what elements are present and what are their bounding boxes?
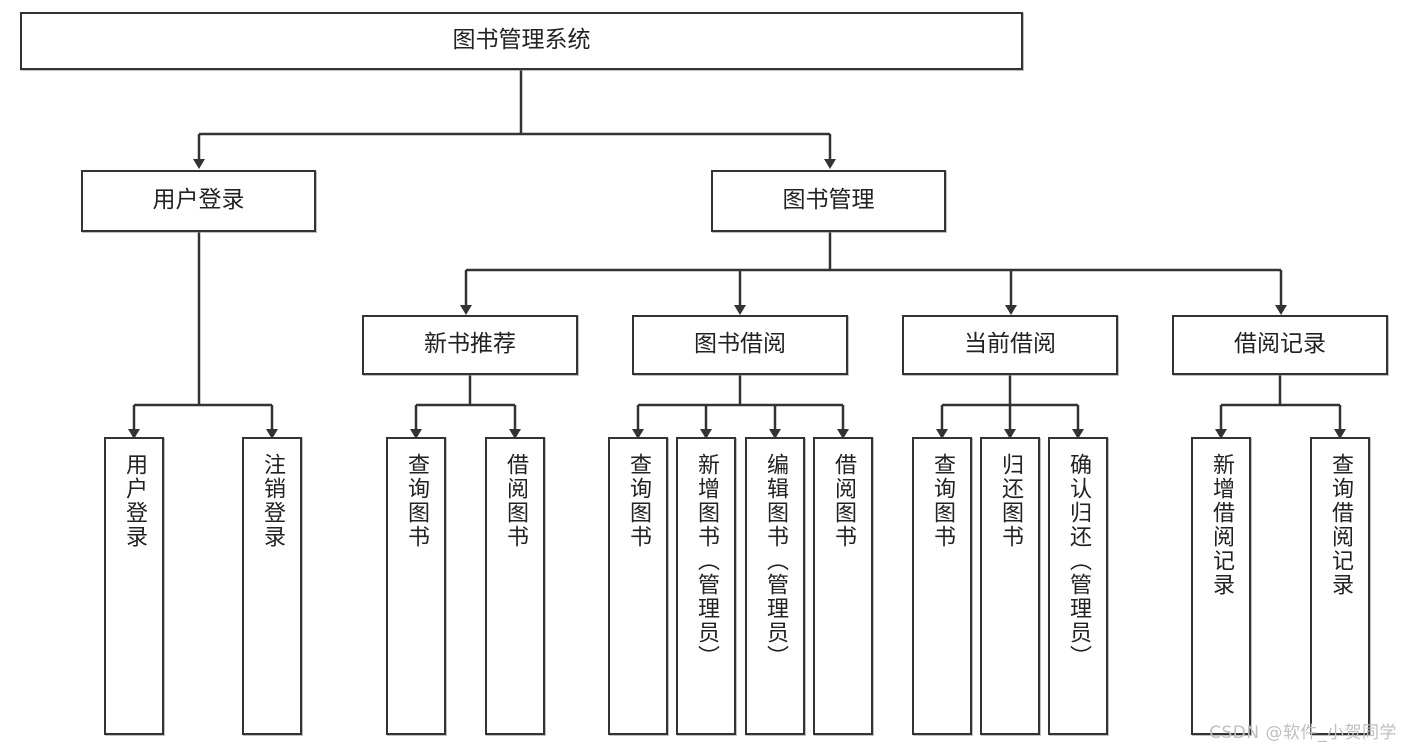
- node-label: 新书推荐: [424, 331, 516, 358]
- node-label: 新增图书（管理员）: [694, 453, 719, 669]
- node-book-borrow[interactable]: 图书借阅: [632, 315, 848, 375]
- leaf-book-borrow-lend[interactable]: 借阅图书: [813, 437, 873, 735]
- leaf-current-borrow-query[interactable]: 查询图书: [912, 437, 972, 735]
- node-label: 当前借阅: [964, 331, 1056, 358]
- node-label: 查询图书: [626, 453, 651, 549]
- leaf-book-borrow-edit[interactable]: 编辑图书（管理员）: [745, 437, 805, 735]
- node-book-management[interactable]: 图书管理: [711, 170, 946, 232]
- leaf-borrow-record-query[interactable]: 查询借阅记录: [1310, 437, 1370, 735]
- leaf-new-book-query[interactable]: 查询图书: [386, 437, 446, 735]
- node-label: 归还图书: [998, 453, 1023, 549]
- node-label: 图书管理系统: [452, 27, 591, 54]
- leaf-book-borrow-add[interactable]: 新增图书（管理员）: [676, 437, 736, 735]
- node-label: 编辑图书（管理员）: [763, 453, 788, 669]
- node-label: 新增借阅记录: [1209, 453, 1234, 597]
- leaf-current-borrow-confirm-return[interactable]: 确认归还（管理员）: [1048, 437, 1108, 735]
- node-new-book-recommend[interactable]: 新书推荐: [362, 315, 578, 375]
- node-label: 借阅图书: [503, 453, 528, 549]
- node-label: 用户登录: [122, 453, 147, 549]
- node-label: 确认归还（管理员）: [1066, 453, 1091, 669]
- node-label: 用户登录: [152, 187, 245, 214]
- node-label: 借阅图书: [831, 453, 856, 549]
- node-user-login[interactable]: 用户登录: [81, 170, 316, 232]
- csdn-watermark: CSDN @软件_小贺同学: [1209, 723, 1397, 743]
- node-label: 图书借阅: [694, 331, 786, 358]
- node-root-system[interactable]: 图书管理系统: [20, 12, 1023, 70]
- leaf-new-book-borrow[interactable]: 借阅图书: [485, 437, 545, 735]
- node-label: 注销登录: [260, 453, 285, 549]
- node-borrow-record[interactable]: 借阅记录: [1172, 315, 1388, 375]
- leaf-user-login-signout[interactable]: 注销登录: [242, 437, 302, 735]
- node-label: 查询图书: [930, 453, 955, 549]
- node-label: 查询图书: [404, 453, 429, 549]
- leaf-book-borrow-query[interactable]: 查询图书: [608, 437, 668, 735]
- node-label: 借阅记录: [1234, 331, 1326, 358]
- node-label: 图书管理: [782, 187, 875, 214]
- node-label: 查询借阅记录: [1328, 453, 1353, 597]
- node-current-borrow[interactable]: 当前借阅: [902, 315, 1118, 375]
- leaf-current-borrow-return[interactable]: 归还图书: [980, 437, 1040, 735]
- leaf-borrow-record-add[interactable]: 新增借阅记录: [1191, 437, 1251, 735]
- leaf-user-login-signin[interactable]: 用户登录: [104, 437, 164, 735]
